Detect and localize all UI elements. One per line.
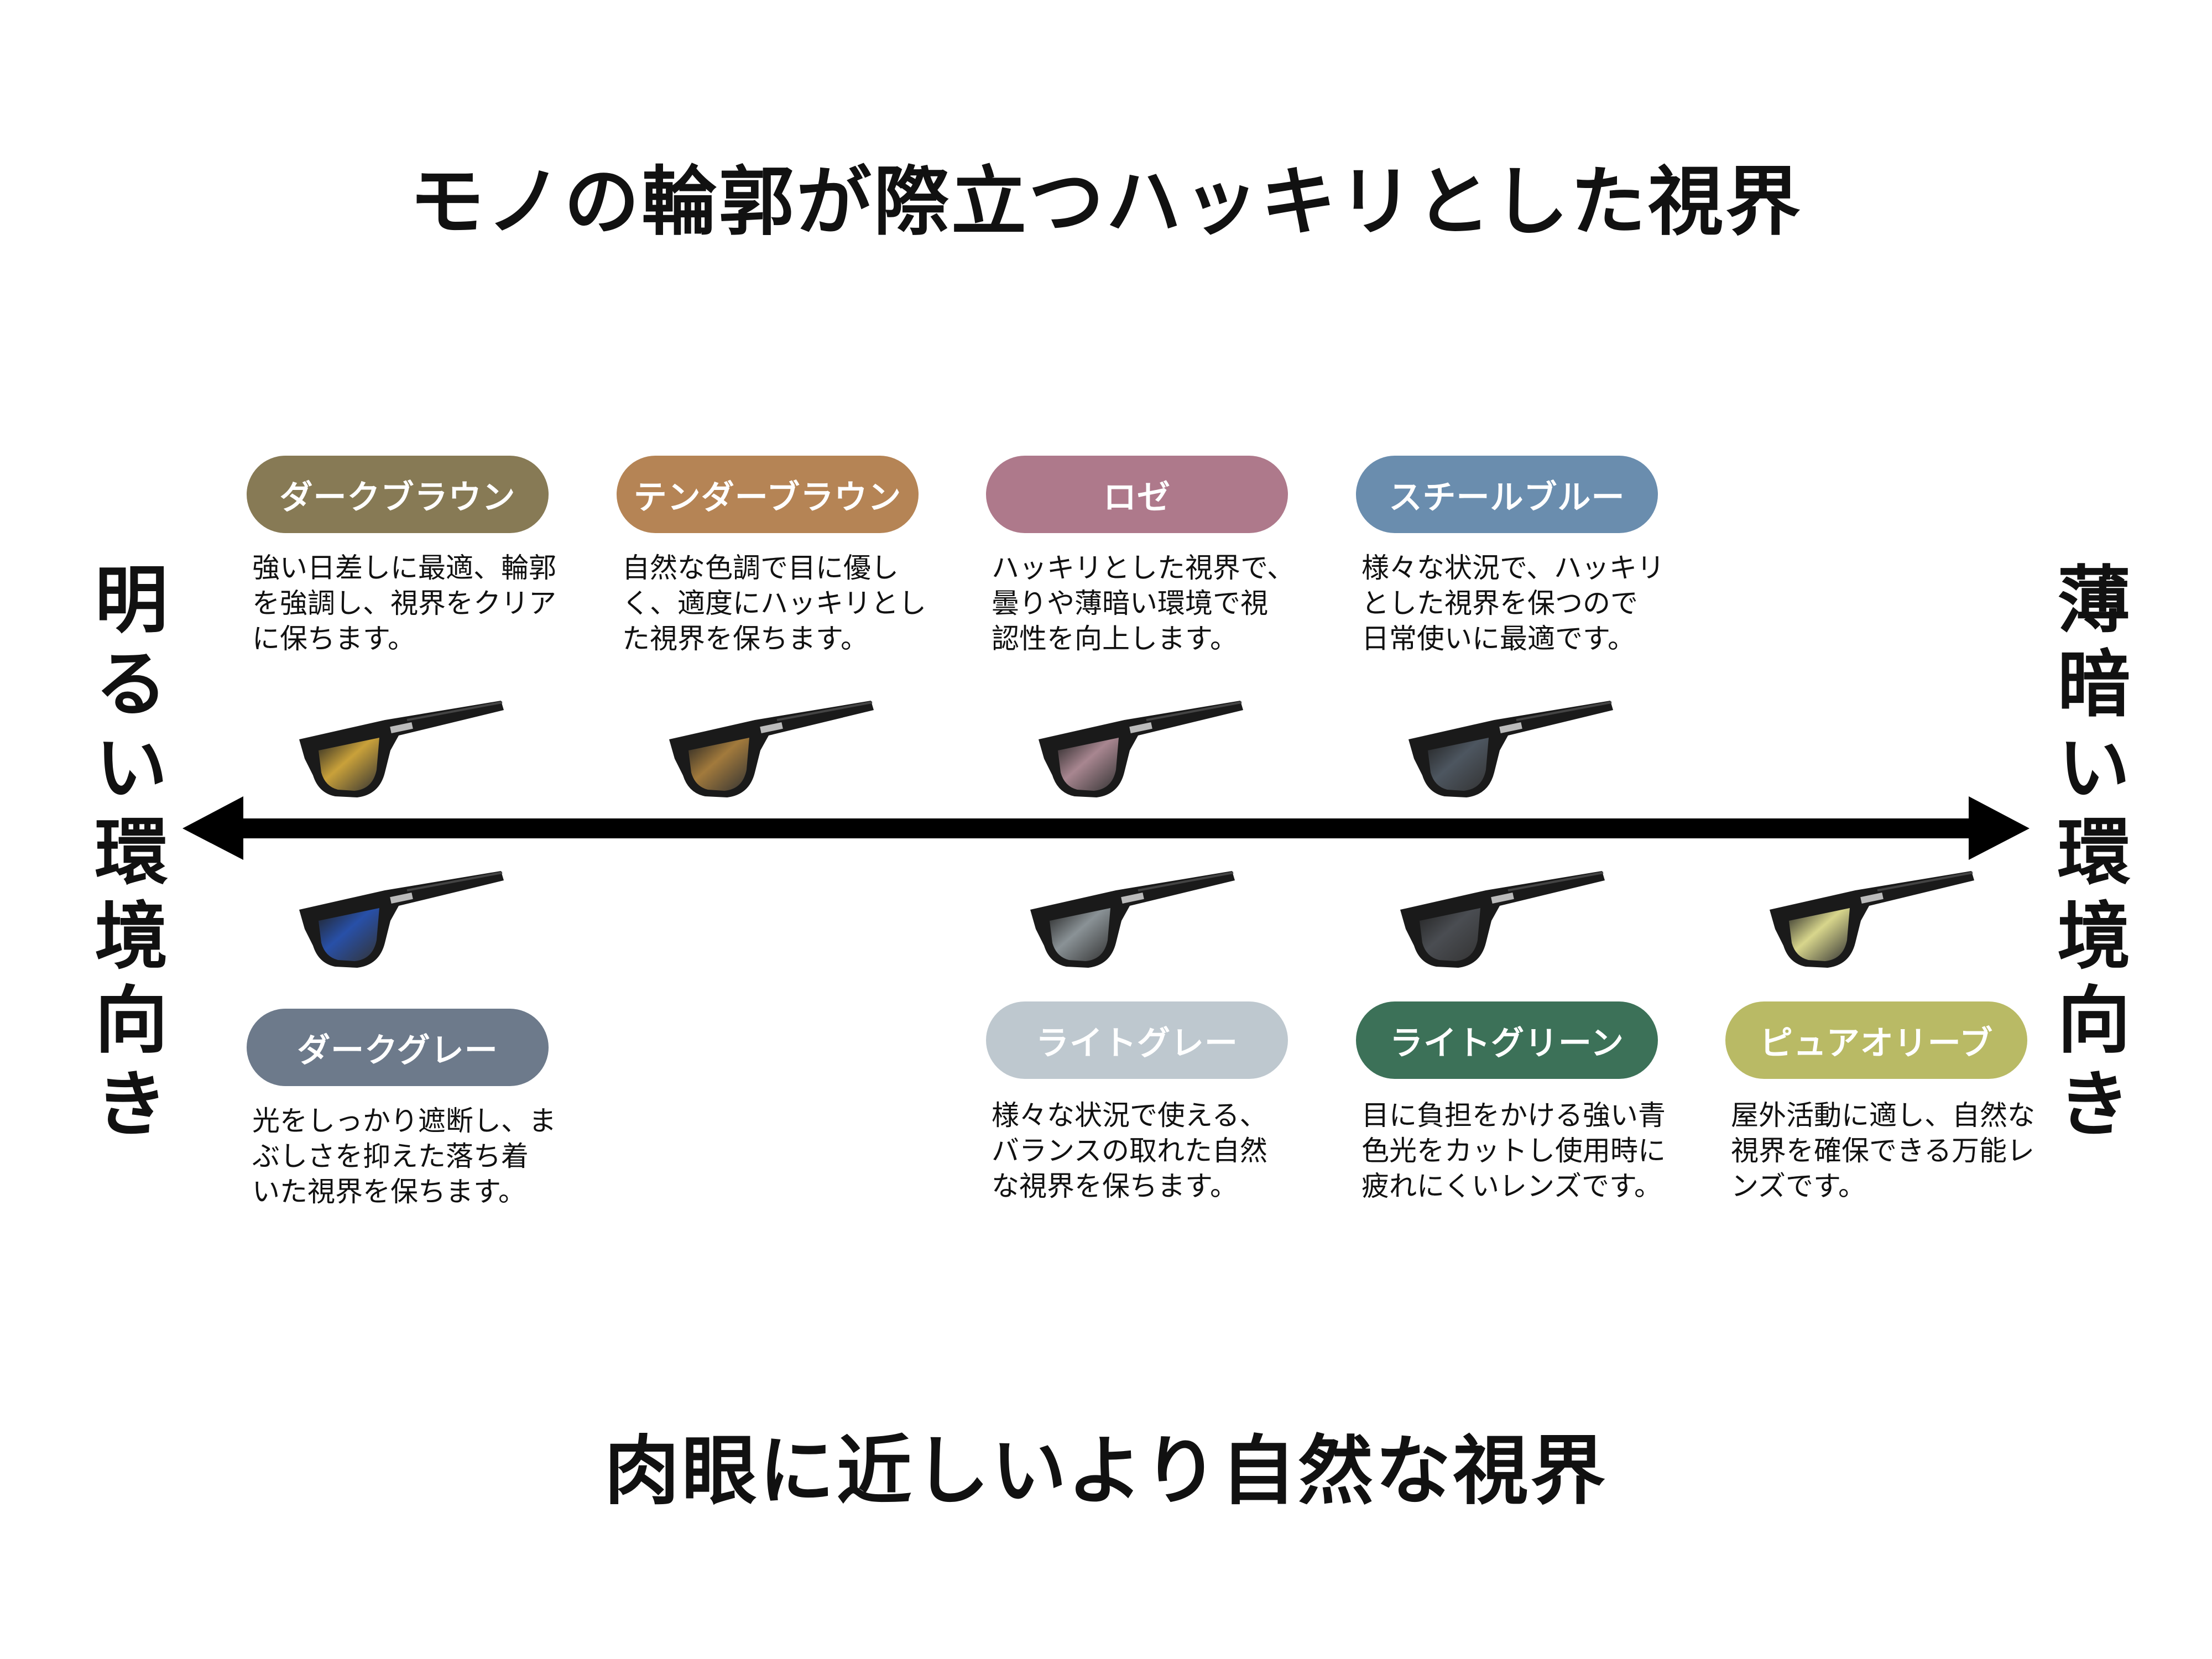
lens-description: 強い日差しに最適、輪郭を強調し、視界をクリアに保ちます。: [252, 550, 562, 656]
sunglasses-image: [1406, 698, 1616, 800]
description-line: 日常使いに最適です。: [1361, 623, 1635, 655]
sunglasses-image: [1027, 868, 1238, 971]
description-line: に保ちます。: [252, 623, 415, 655]
description-line: ンズです。: [1731, 1170, 1866, 1202]
bottom-title: 肉眼に近しいより自然な視界: [604, 1428, 1608, 1515]
lens-description: ハッキリとした視界で、曇りや薄暗い環境で視認性を向上します。: [992, 550, 1301, 656]
description-line: 自然な色調で目に優し: [622, 552, 899, 584]
sunglasses-image: [1036, 698, 1246, 800]
sunglasses-image: [1397, 868, 1608, 971]
description-line: 目に負担をかける強い青: [1361, 1099, 1666, 1131]
lens-color-label: テンダーブラウン: [617, 456, 919, 533]
dim-environment-label: 薄暗い環境向き: [2045, 561, 2130, 1150]
description-line: 様々な状況で、ハッキリ: [1361, 552, 1665, 584]
sunglasses-image: [296, 698, 507, 800]
lens-description: 光をしっかり遮断し、まぶしさを抑えた落ち着いた視界を保ちます。: [252, 1103, 562, 1209]
lens-description: 自然な色調で目に優しく、適度にハッキリとした視界を保ちます。: [622, 550, 932, 656]
lens-description: 目に負担をかける強い青色光をカットし使用時に疲れにくいレンズです。: [1361, 1098, 1671, 1204]
lens-color-label: ダークブラウン: [247, 456, 549, 533]
description-line: を強調し、視界をクリア: [252, 587, 556, 619]
description-line: バランスの取れた自然: [992, 1135, 1267, 1167]
top-title: モノの輪郭が際立つハッキリとした視界: [409, 159, 1803, 246]
description-line: ぶしさを抑えた落ち着: [252, 1140, 529, 1172]
sunglasses-image: [666, 698, 877, 800]
description-line: 色光をカットし使用時に: [1361, 1135, 1666, 1167]
description-line: ハッキリとした視界で、: [992, 552, 1295, 584]
bright-environment-label: 明るい環境向き: [82, 561, 168, 1150]
description-line: いた視界を保ちます。: [252, 1176, 526, 1208]
description-line: 視界を確保できる万能レ: [1731, 1135, 2034, 1167]
double-arrow-axis: [182, 796, 2030, 860]
lens-color-label: ライトグレー: [986, 1001, 1288, 1079]
description-line: 認性を向上します。: [992, 623, 1238, 655]
lens-color-label: ダークグレー: [247, 1009, 549, 1086]
lens-color-label: スチールブルー: [1356, 456, 1658, 533]
description-line: 曇りや薄暗い環境で視: [992, 587, 1268, 619]
description-line: 様々な状況で使える、: [992, 1099, 1267, 1131]
description-line: 疲れにくいレンズです。: [1361, 1170, 1662, 1202]
description-line: く、適度にハッキリとし: [622, 587, 926, 619]
description-line: 屋外活動に適し、自然な: [1731, 1099, 2035, 1131]
lens-description: 様々な状況で、ハッキリとした視界を保つので日常使いに最適です。: [1361, 550, 1671, 656]
sunglasses-image: [1767, 868, 1977, 971]
description-line: 光をしっかり遮断し、ま: [252, 1105, 556, 1137]
lens-color-label: ピュアオリーブ: [1725, 1001, 2027, 1079]
sunglasses-image: [296, 868, 507, 971]
description-line: とした視界を保つので: [1361, 587, 1638, 619]
lens-color-label: ライトグリーン: [1356, 1001, 1658, 1079]
description-line: 強い日差しに最適、輪郭: [252, 552, 556, 584]
lens-description: 様々な状況で使える、バランスの取れた自然な視界を保ちます。: [992, 1098, 1301, 1204]
lens-description: 屋外活動に適し、自然な視界を確保できる万能レンズです。: [1731, 1098, 2041, 1204]
description-line: な視界を保ちます。: [992, 1170, 1238, 1202]
description-line: た視界を保ちます。: [622, 623, 868, 655]
lens-color-label: ロゼ: [986, 456, 1288, 533]
